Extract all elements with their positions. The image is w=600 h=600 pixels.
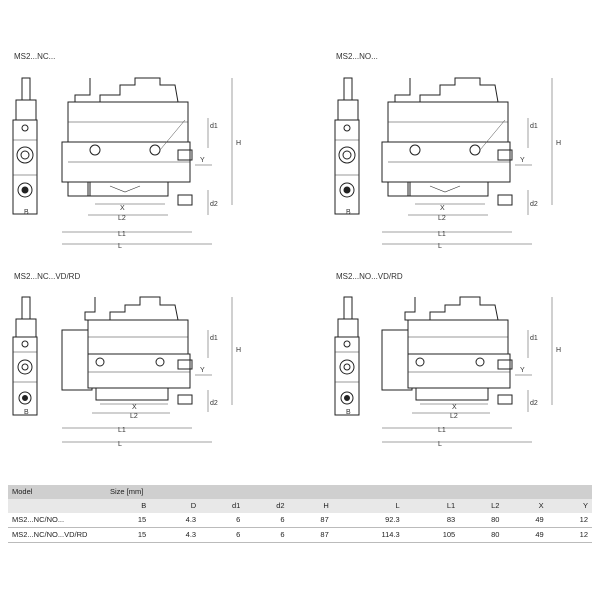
dim-y-no-vd: Y (520, 367, 525, 374)
value-cell: 92.3 (332, 513, 404, 528)
dim-l2-no-vd: L2 (450, 413, 458, 420)
table-row: MS2...NC/NO... 15 4.3 6 6 87 92.3 83 80 … (8, 513, 592, 528)
dim-b-nc-vd: B (24, 409, 29, 416)
dim-y-no: Y (520, 157, 525, 164)
side-view-nc-vd (12, 296, 38, 416)
value-cell: 6 (200, 513, 245, 528)
table-column-row: B D d1 d2 H L L1 L2 X Y (8, 499, 592, 513)
col-header: L (332, 499, 404, 513)
col-header: D (150, 499, 201, 513)
dim-l2-nc-vd: L2 (130, 413, 138, 420)
side-view-no (334, 77, 360, 215)
dimension-table-container: Model Size [mm] B D d1 d2 H L L1 L2 X Y … (8, 485, 592, 543)
figure-title-no-vd: MS2...NO...VD/RD (336, 272, 403, 281)
col-header: Y (547, 499, 592, 513)
dim-b-nc: B (24, 209, 29, 216)
dim-l-no-vd: L (438, 441, 442, 448)
col-header: d2 (244, 499, 289, 513)
value-cell: 49 (503, 527, 548, 543)
dim-d2-no-vd: d2 (530, 400, 538, 407)
dim-d1-no: d1 (530, 123, 538, 130)
value-cell: 80 (459, 513, 504, 528)
dim-x-no-vd: X (452, 404, 457, 411)
dim-l1-nc-vd: L1 (118, 427, 126, 434)
dim-x-no: X (440, 205, 445, 212)
dim-h-nc-vd: H (236, 347, 241, 354)
value-cell: 80 (459, 527, 504, 543)
value-cell: 15 (106, 513, 151, 528)
value-cell: 12 (547, 527, 592, 543)
size-header: Size [mm] (106, 485, 592, 499)
dim-d1-nc: d1 (210, 123, 218, 130)
dim-b-no: B (346, 209, 351, 216)
value-cell: 105 (403, 527, 460, 543)
value-cell: 4.3 (150, 527, 201, 543)
value-cell: 49 (503, 513, 548, 528)
dim-y-nc-vd: Y (200, 367, 205, 374)
side-view-no-vd (334, 296, 360, 416)
front-view-no-vd (381, 296, 553, 443)
value-cell: 4.3 (150, 513, 201, 528)
value-cell: 114.3 (332, 527, 404, 543)
col-header: B (106, 499, 151, 513)
side-view-nc (12, 77, 38, 215)
front-view-nc (61, 77, 233, 245)
col-header: L2 (459, 499, 504, 513)
value-cell: 87 (288, 527, 333, 543)
figure-title-nc-vd: MS2...NC...VD/RD (14, 272, 81, 281)
dim-l-nc: L (118, 243, 122, 250)
model-cell: MS2...NC/NO...VD/RD (8, 527, 106, 543)
dim-y-nc: Y (200, 157, 205, 164)
dim-l1-nc: L1 (118, 231, 126, 238)
dim-x-nc-vd: X (132, 404, 137, 411)
dim-h-no-vd: H (556, 347, 561, 354)
blank-header-cell (8, 499, 106, 513)
value-cell: 6 (244, 513, 289, 528)
col-header: d1 (200, 499, 245, 513)
dim-l1-no: L1 (438, 231, 446, 238)
dim-b-no-vd: B (346, 409, 351, 416)
value-cell: 83 (403, 513, 460, 528)
model-cell: MS2...NC/NO... (8, 513, 106, 528)
dim-d1-nc-vd: d1 (210, 335, 218, 342)
dim-d2-nc: d2 (210, 201, 218, 208)
dim-l2-no: L2 (438, 215, 446, 222)
value-cell: 6 (244, 527, 289, 543)
dim-l-no: L (438, 243, 442, 250)
dim-l1-no-vd: L1 (438, 427, 446, 434)
dim-d2-nc-vd: d2 (210, 400, 218, 407)
dim-d2-no: d2 (530, 201, 538, 208)
model-header: Model (8, 485, 106, 499)
value-cell: 6 (200, 527, 245, 543)
dim-h-nc: H (236, 140, 241, 147)
table-row: MS2...NC/NO...VD/RD 15 4.3 6 6 87 114.3 … (8, 527, 592, 543)
table-header-row: Model Size [mm] (8, 485, 592, 499)
dim-l-nc-vd: L (118, 441, 122, 448)
col-header: X (503, 499, 548, 513)
value-cell: 15 (106, 527, 151, 543)
front-view-no (381, 77, 553, 245)
figure-title-nc: MS2...NC... (14, 52, 56, 61)
value-cell: 87 (288, 513, 333, 528)
col-header: H (288, 499, 333, 513)
figure-title-no: MS2...NO... (336, 52, 378, 61)
dimension-table: Model Size [mm] B D d1 d2 H L L1 L2 X Y … (8, 485, 592, 543)
dim-x-nc: X (120, 205, 125, 212)
dim-l2-nc: L2 (118, 215, 126, 222)
dim-d1-no-vd: d1 (530, 335, 538, 342)
front-view-nc-vd (61, 296, 233, 443)
value-cell: 12 (547, 513, 592, 528)
dim-h-no: H (556, 140, 561, 147)
col-header: L1 (403, 499, 460, 513)
